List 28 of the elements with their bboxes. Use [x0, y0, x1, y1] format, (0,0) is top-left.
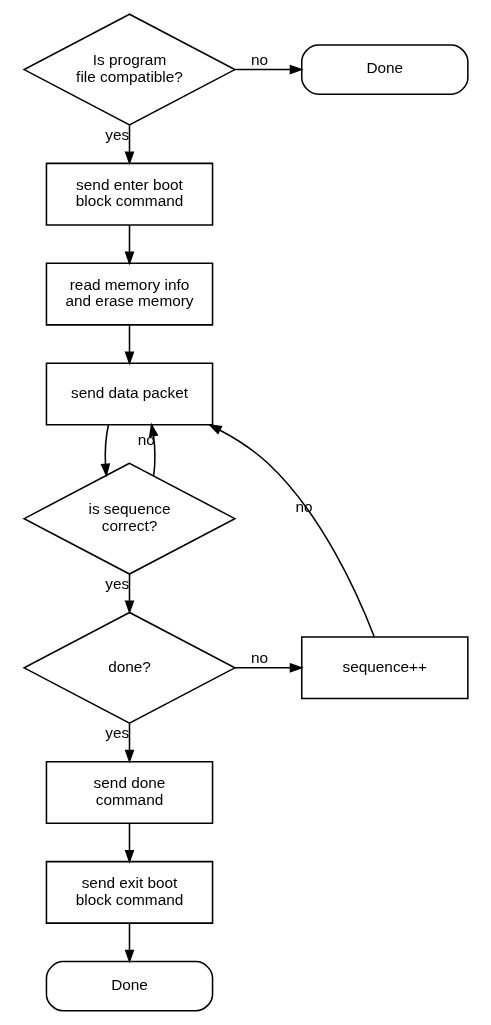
arrow [148, 422, 158, 477]
arrow [124, 124, 134, 166]
node-box: send exit boot block command [45, 860, 213, 924]
arrow [124, 573, 134, 615]
arrow [233, 64, 304, 75]
arrow [207, 424, 375, 638]
arrow [124, 224, 134, 266]
arrow [124, 324, 134, 366]
node-box: Done [45, 960, 213, 1012]
arrow [124, 822, 134, 864]
edge-label: no [250, 649, 268, 667]
node-box: send data packet [45, 362, 213, 426]
edge-label: no [250, 50, 268, 68]
node-box: read memory info and erase memory [45, 262, 213, 326]
edge-label: no [137, 431, 155, 449]
node-box: send done command [45, 760, 213, 824]
node-diamond: Is program file compatible? [22, 13, 236, 126]
node-diamond: done? [22, 611, 236, 725]
node-box: sequence++ [300, 636, 469, 700]
arrow [124, 722, 134, 764]
arrow [124, 922, 134, 964]
edge-label: yes [104, 574, 129, 592]
edge-label: yes [104, 724, 129, 742]
arrow [233, 662, 304, 673]
edge-label: yes [104, 125, 129, 143]
arrow [100, 424, 110, 478]
node-box: Done [300, 44, 469, 95]
node-box: send enter boot block command [45, 162, 213, 226]
